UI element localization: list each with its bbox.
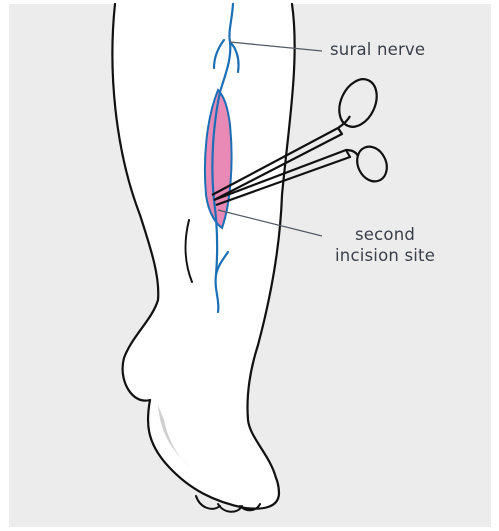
incision-site-label: second incision site [335,224,435,266]
incision-label-line2: incision site [335,245,435,266]
sural-nerve-label: sural nerve [330,39,425,60]
incision-label-line1: second [335,224,435,245]
